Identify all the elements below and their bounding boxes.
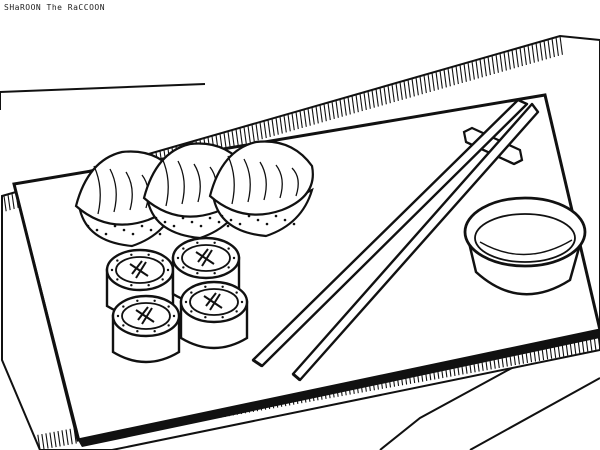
soy-sauce-dish (463, 196, 587, 296)
maki-roll (111, 294, 181, 364)
maki-roll (171, 236, 241, 306)
nigiri-group (74, 140, 314, 248)
nigiri-piece (208, 140, 314, 238)
artist-credit: SHaROON The RaCCOON (4, 3, 106, 12)
maki-roll (179, 280, 249, 350)
chopsticks (251, 98, 540, 382)
maki-group (105, 236, 249, 364)
